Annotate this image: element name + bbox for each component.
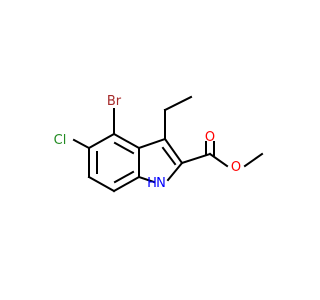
molecule-structure: Br Cl O O N H — [0, 0, 300, 300]
bond-c3a-c4-inner — [113, 141, 135, 155]
bond-c7-c7a-inner — [113, 170, 135, 184]
bond-c5-cl — [72, 138, 91, 150]
bond-c4-c5 — [87, 132, 116, 150]
bond-c6-c7 — [87, 175, 116, 193]
background — [0, 0, 300, 300]
atom-labels: Br Cl O O N H — [54, 94, 241, 191]
bond-o-methyl — [243, 152, 264, 168]
bond-c7-c7a — [112, 175, 141, 193]
bonds — [72, 95, 264, 193]
bond-c3-c2 — [163, 137, 184, 165]
atom-label-o-carbonyl: O — [205, 130, 215, 145]
bond-ethyl-ch3 — [163, 95, 193, 112]
bond-c3a-c3 — [137, 137, 167, 150]
bond-c3-c2-inner — [161, 146, 177, 166]
atom-label-n: N — [156, 176, 166, 191]
atom-label-br: Br — [107, 94, 122, 109]
bond-c2-n1 — [166, 161, 184, 182]
bond-n1-c7a — [137, 175, 156, 184]
atom-label-o-ester: O — [231, 160, 241, 175]
atom-label-h-n: H — [147, 176, 157, 191]
atom-label-cl: Cl — [54, 133, 67, 148]
bond-carbonyl-o-ester — [208, 152, 229, 168]
bond-c3a-c4 — [112, 132, 141, 150]
